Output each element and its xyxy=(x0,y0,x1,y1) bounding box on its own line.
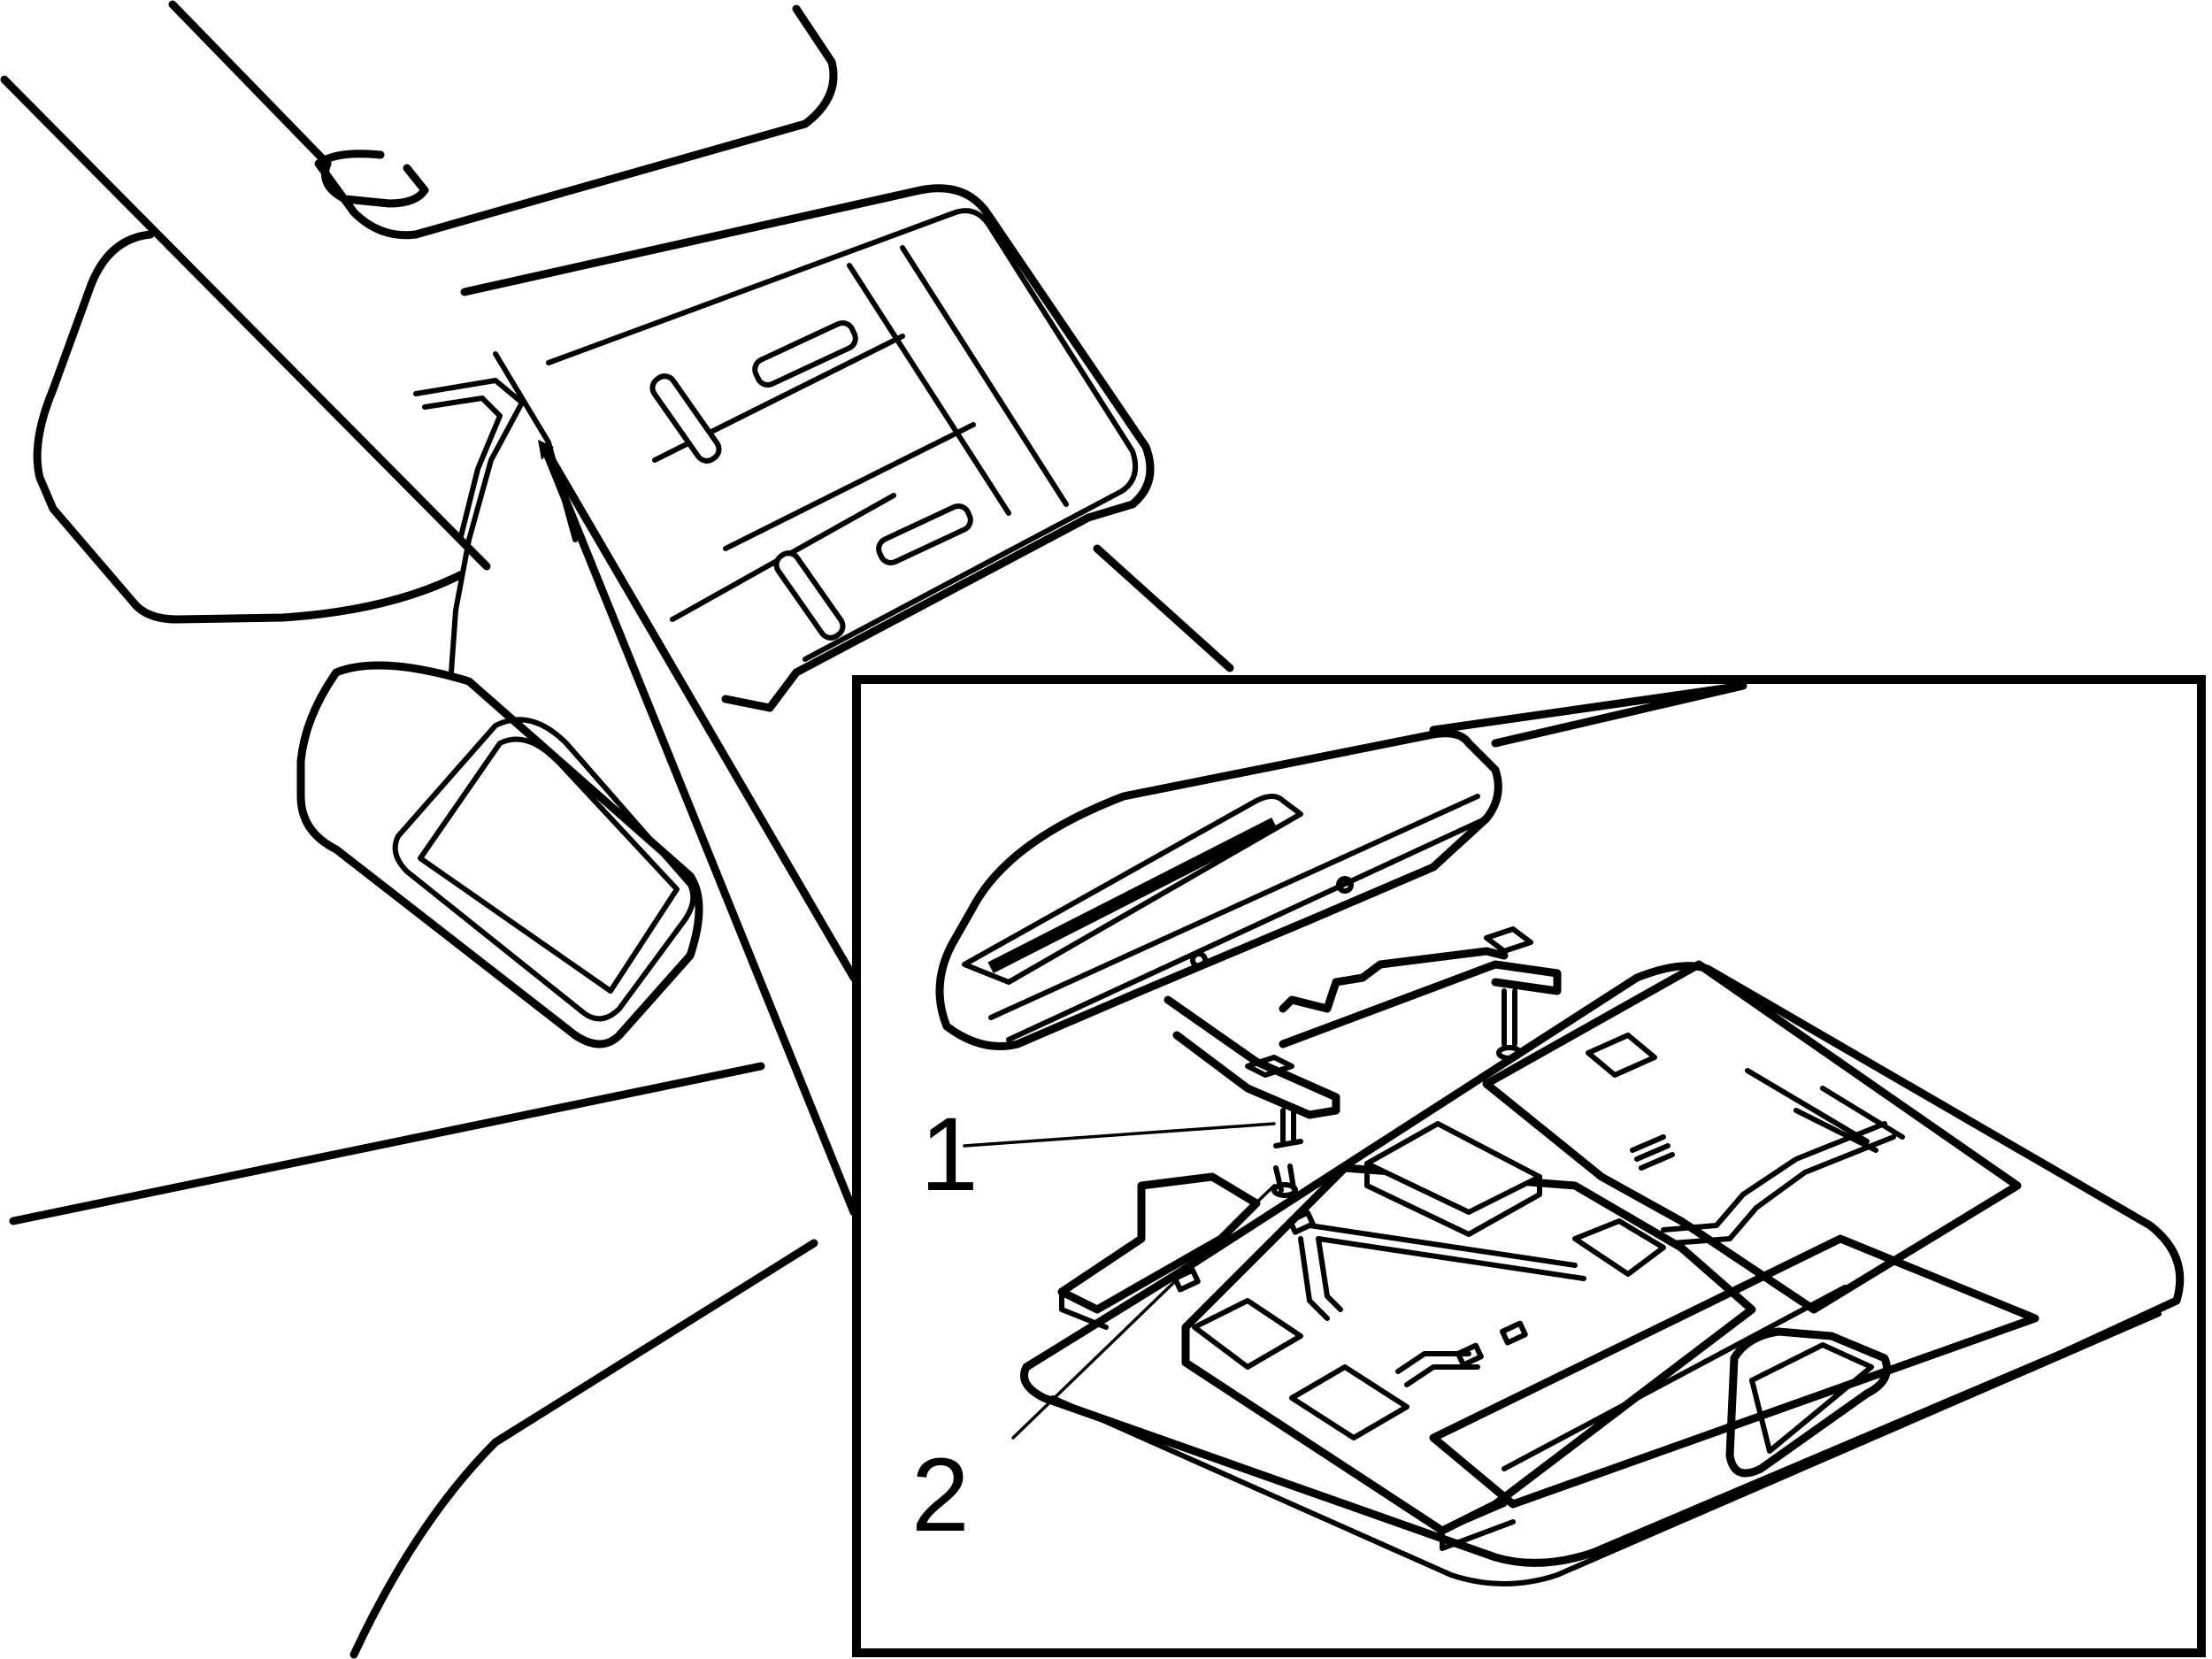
detail-illustration xyxy=(935,681,2185,1586)
panel-pin-4 xyxy=(773,550,846,641)
detail-screw-b xyxy=(1190,951,1208,969)
callout-2-leader xyxy=(1011,1184,1276,1440)
panel-pin-3 xyxy=(876,503,973,565)
lower-pad-face xyxy=(392,717,696,1022)
pad-small-3 xyxy=(1455,1342,1484,1368)
wedge-upper-ray xyxy=(540,442,858,982)
housing-long-edge xyxy=(0,75,491,571)
chip-a xyxy=(1192,1298,1303,1370)
chip-d xyxy=(1572,1218,1666,1277)
cable-loop xyxy=(413,378,525,675)
panel-divider-a xyxy=(900,245,1069,507)
callout-2: 2 xyxy=(911,1184,1276,1554)
overview-illustration xyxy=(0,0,1234,1659)
callout-2-label: 2 xyxy=(911,1437,970,1554)
bracket-arm xyxy=(493,351,578,542)
chip-b xyxy=(1289,1364,1409,1440)
detail-tray xyxy=(1429,1234,2039,1509)
cable-loop-inner xyxy=(422,396,503,542)
detail-inset-frame xyxy=(852,675,2206,1657)
panel-divider-b xyxy=(847,263,1011,516)
screw-post-1 xyxy=(1273,1108,1303,1148)
detail-right-module xyxy=(1482,960,2022,1314)
access-panel-frame xyxy=(460,184,1155,712)
cover-latch-tab xyxy=(321,159,429,208)
detail-left-step-edge xyxy=(1059,1289,1109,1330)
detail-right-module-strip xyxy=(1745,1068,1905,1153)
panel-pin-2 xyxy=(649,373,722,464)
detail-right-module-marks xyxy=(1630,1134,1675,1171)
callout-1-leader xyxy=(963,1122,1276,1148)
left-body-shell xyxy=(33,230,465,624)
lower-pad-face-inner xyxy=(418,736,680,994)
pad-small-4 xyxy=(1499,1320,1528,1346)
floor-line-3 xyxy=(1093,544,1234,672)
wedge-lower-ray xyxy=(540,442,858,1217)
callout-1-label: 1 xyxy=(920,1096,979,1213)
detail-base-plate xyxy=(1020,962,2185,1567)
access-panel-inner xyxy=(546,208,1138,662)
detail-trace-2 xyxy=(1298,1236,1343,1321)
chip-c-side xyxy=(1364,1161,1542,1237)
housing-upper-edge xyxy=(168,0,332,168)
detail-right-module-pad xyxy=(1586,1033,1657,1078)
detail-hinge-slot xyxy=(962,794,1303,985)
detail-hinge-assembly xyxy=(935,729,1502,1050)
detail-top-strip xyxy=(1429,681,1747,748)
detail-foot-shadow xyxy=(1440,1502,1516,1551)
detail-trace-1 xyxy=(1307,1223,1586,1281)
detail-bracket-tab-b xyxy=(1484,926,1533,954)
detail-screw-a xyxy=(1336,876,1354,894)
floor-line-1 xyxy=(9,1062,765,1225)
housing-top-cover xyxy=(314,4,838,240)
panel-pin-1 xyxy=(752,319,858,388)
detail-foot-inner xyxy=(1749,1342,1874,1454)
detail-hinge-rail-upper xyxy=(988,794,1480,1020)
detail-foot xyxy=(1725,1327,1891,1478)
detail-left-step xyxy=(1057,1172,1261,1314)
callout-1: 1 xyxy=(920,1096,1276,1213)
detail-hinge-rail-lower xyxy=(1006,816,1489,1042)
screw-post-2 xyxy=(1271,1164,1298,1198)
wedge-origin-dot xyxy=(538,440,554,460)
panel-rail-b xyxy=(723,422,976,551)
detail-tray-inner xyxy=(1502,1285,1847,1471)
zoom-callout-wedge xyxy=(538,440,858,1217)
floor-line-2 xyxy=(349,1239,818,1659)
lower-pad-outer xyxy=(296,661,703,1048)
detail-right-module-trace xyxy=(1661,1121,1896,1246)
pad-small-1 xyxy=(1286,1210,1316,1235)
detail-base-plate-lip xyxy=(1050,1311,2162,1586)
detail-hinge-groove xyxy=(987,818,1278,973)
detail-bracket-tab-a xyxy=(1245,1055,1294,1078)
